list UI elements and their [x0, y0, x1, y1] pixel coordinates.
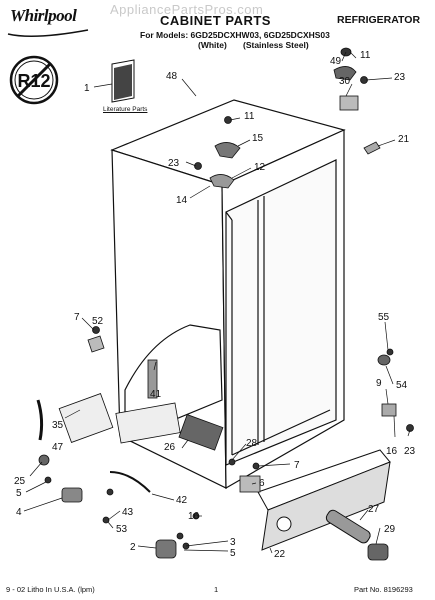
- r12-badge-text: R12: [17, 71, 50, 91]
- callout-7b: 7: [294, 460, 300, 471]
- footer-print-info: 9 - 02 Litho In U.S.A. (lpm): [6, 585, 95, 594]
- callout-27: 27: [368, 504, 380, 515]
- callout-22: 22: [274, 549, 286, 560]
- cabinet: [110, 99, 346, 490]
- callout-23b: 23: [168, 158, 180, 169]
- callout-28: 28: [246, 438, 258, 449]
- callout-9: 9: [376, 378, 382, 389]
- callout-30: 30: [339, 76, 351, 87]
- callout-3: 3: [230, 537, 236, 548]
- callout-5a: 5: [16, 488, 22, 499]
- callout-35: 35: [52, 420, 64, 431]
- callout-1: 1: [84, 83, 90, 94]
- callout-14: 14: [176, 195, 188, 206]
- callout-15: 15: [252, 133, 264, 144]
- callouts: 1 48 49 11 30 23 11 15 21 23 12 14 7 52 …: [14, 50, 416, 560]
- callout-55: 55: [378, 312, 390, 323]
- callout-41: 41: [150, 389, 162, 400]
- footer-part-number: Part No. 8196293: [354, 585, 413, 594]
- literature-booklet: [111, 59, 135, 103]
- literature-label: Literature Parts: [103, 106, 148, 113]
- brand-name: Whirlpool: [10, 6, 77, 25]
- callout-54: 54: [396, 380, 408, 391]
- models-line: For Models: 6GD25DCXHW03, 6GD25DCXHS03: [140, 30, 330, 40]
- callout-11b: 11: [244, 111, 255, 122]
- models-white: (White): [198, 40, 227, 50]
- watermark: AppliancePartsPros.com: [110, 2, 264, 17]
- callout-5b: 5: [230, 548, 236, 559]
- brand-logo: [4, 4, 94, 40]
- callout-43: 43: [122, 507, 134, 518]
- callout-4: 4: [16, 507, 22, 518]
- callout-12: 12: [254, 162, 266, 173]
- callout-29: 29: [384, 524, 396, 535]
- callout-23c: 23: [404, 446, 416, 457]
- brand-logo-swoosh: [7, 29, 89, 38]
- callout-26: 26: [164, 442, 176, 453]
- water-filter: [325, 509, 371, 544]
- callout-11a: 11: [360, 50, 371, 61]
- callout-16a: 16: [386, 446, 398, 457]
- callout-47: 47: [52, 442, 64, 453]
- callout-52: 52: [92, 316, 104, 327]
- callout-25: 25: [14, 476, 26, 487]
- callout-7a: 7: [74, 312, 80, 323]
- callout-53: 53: [116, 524, 128, 535]
- callout-16b: 16: [188, 511, 200, 522]
- callout-42: 42: [176, 495, 188, 506]
- models-steel: (Stainless Steel): [243, 40, 309, 50]
- toe-grille: [257, 449, 391, 551]
- page-title: CABINET PARTS: [160, 13, 271, 28]
- callout-49: 49: [330, 56, 342, 67]
- callout-6: 6: [259, 478, 265, 489]
- r12-badge: R12: [9, 55, 59, 105]
- footer-page-number: 1: [214, 585, 219, 594]
- callout-48: 48: [166, 71, 178, 82]
- callout-23a: 23: [394, 72, 406, 83]
- callout-2: 2: [130, 542, 136, 553]
- callout-21: 21: [398, 134, 410, 145]
- leader-lines: [23, 51, 411, 554]
- category-label: REFRIGERATOR: [337, 14, 421, 26]
- small-parts: [36, 47, 414, 561]
